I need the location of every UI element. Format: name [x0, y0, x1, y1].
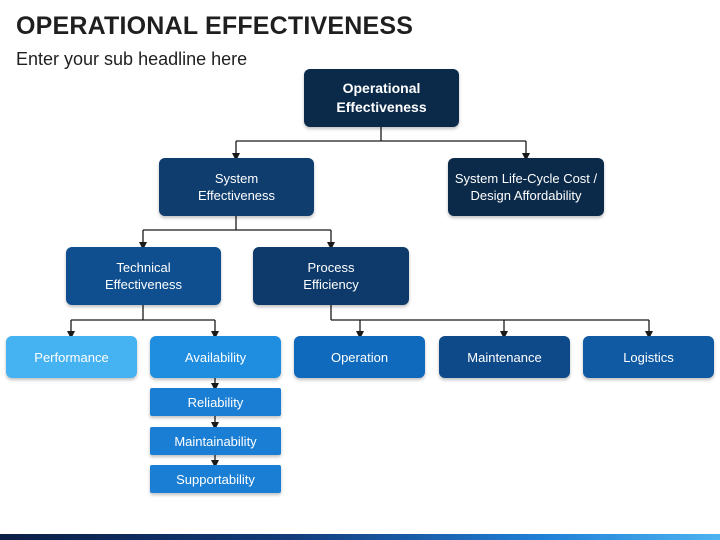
page-title: OPERATIONAL EFFECTIVENESS — [16, 12, 414, 40]
node-technical-line1: Technical — [116, 260, 171, 275]
node-operational-effectiveness: Operational Effectiveness — [304, 69, 459, 127]
node-process-line1: Process — [307, 260, 355, 275]
node-lifecycle-cost: System Life-Cycle Cost / Design Affordab… — [448, 158, 604, 216]
node-performance: Performance — [6, 336, 137, 378]
node-process-efficiency: Process Efficiency — [253, 247, 409, 305]
node-root-line1: Operational — [342, 80, 421, 96]
node-root-line2: Effectiveness — [336, 99, 427, 115]
node-lifecycle-line2: Design Affordability — [470, 188, 582, 203]
node-lifecycle-line1: System Life-Cycle Cost / — [454, 171, 598, 186]
node-operation: Operation — [294, 336, 425, 378]
node-availability: Availability — [150, 336, 281, 378]
bottom-accent-bar — [0, 534, 720, 540]
node-system-effectiveness: System Effectiveness — [159, 158, 314, 216]
node-technical-effectiveness: Technical Effectiveness — [66, 247, 221, 305]
node-maintenance: Maintenance — [439, 336, 570, 378]
page-subtitle: Enter your sub headline here — [16, 49, 248, 69]
node-reliability: Reliability — [150, 388, 281, 416]
node-supportability: Supportability — [150, 465, 281, 493]
node-logistics: Logistics — [583, 336, 714, 378]
node-technical-line2: Effectiveness — [104, 277, 183, 292]
node-system-line1: System — [214, 171, 259, 186]
node-system-line2: Effectiveness — [197, 188, 276, 203]
node-process-line2: Efficiency — [303, 277, 359, 292]
node-maintainability: Maintainability — [150, 427, 281, 455]
